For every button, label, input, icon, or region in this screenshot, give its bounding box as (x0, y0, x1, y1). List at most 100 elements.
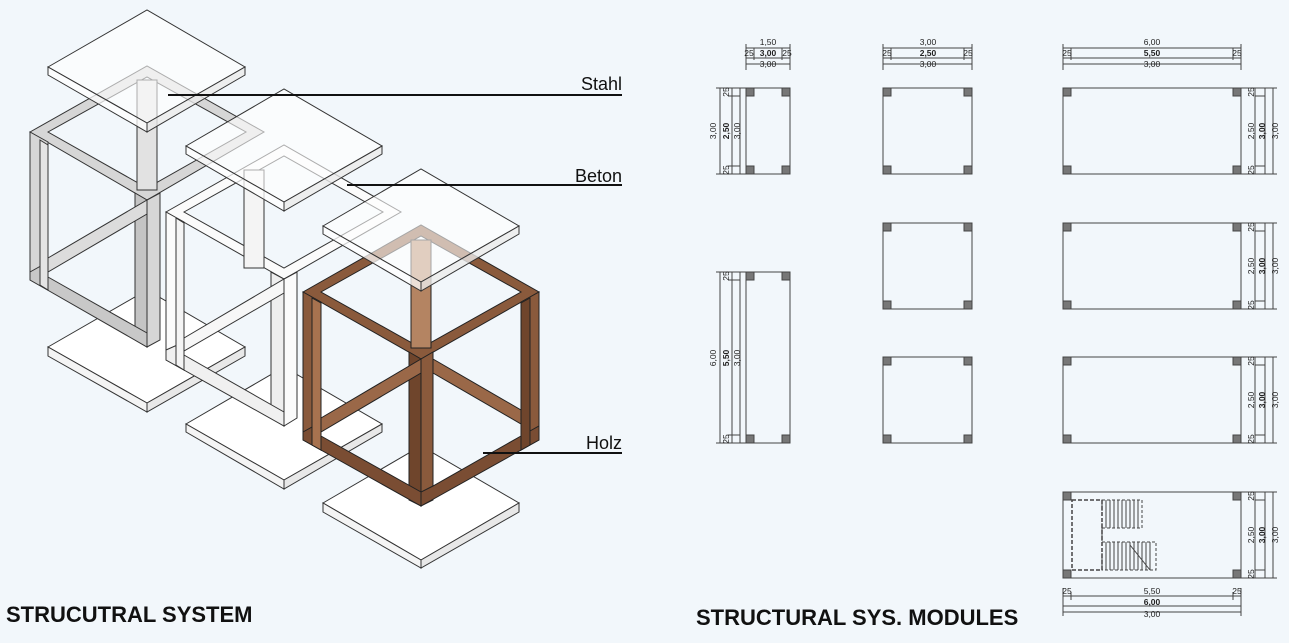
dim-label: 25 (1062, 586, 1072, 596)
dim-label: 3,00 (1270, 122, 1280, 139)
column (1062, 87, 1072, 97)
column (1062, 222, 1072, 232)
isometric-system: Stahl Beton Holz STRUCUTRAL SYSTEM (6, 9, 622, 627)
column (882, 300, 892, 310)
column (963, 300, 973, 310)
column (781, 165, 791, 175)
column (781, 271, 791, 281)
module-square: 3,00 2,50 25 25 3,00 (882, 37, 973, 444)
dim-label: 3,00 (1144, 59, 1161, 69)
dim-label: 5,50 (721, 349, 731, 366)
column (745, 165, 755, 175)
dim-label: 25 (963, 48, 973, 58)
dim-label: 25 (1246, 222, 1256, 232)
dim-label: 2,50 (1246, 391, 1256, 408)
dim-label: 25 (1062, 48, 1072, 58)
column (1232, 434, 1242, 444)
column (963, 165, 973, 175)
module-wide: 6,00 5,50 25 25 3,00 2,50 3,00 (1062, 37, 1280, 619)
leader-stahl: Stahl (168, 74, 622, 96)
column (745, 434, 755, 444)
dim-label: 6,00 (1144, 597, 1161, 607)
dim-label: 3,00 (920, 37, 937, 47)
dim-label: 3,00 (1270, 526, 1280, 543)
dim-label: 5,50 (1144, 48, 1161, 58)
title-structural-modules: STRUCTURAL SYS. MODULES (696, 605, 1018, 630)
wide-row-stair: 2,50 3,00 3,00 25 25 25 25 5,50 6,00 3,0… (1062, 491, 1280, 619)
dim-label: 25 (721, 87, 731, 97)
column (1062, 491, 1072, 501)
label-stahl: Stahl (581, 74, 622, 94)
dim-label: 3,00 (708, 122, 718, 139)
dim-label: 2,50 (920, 48, 937, 58)
dim-label: 25 (1232, 586, 1242, 596)
column (1232, 87, 1242, 97)
dim-label: 5,50 (1144, 586, 1161, 596)
dim-label: 3,00 (1257, 526, 1267, 543)
roof-slab-holz (321, 168, 521, 292)
dim-label: 25 (882, 48, 892, 58)
column (882, 356, 892, 366)
structural-modules: 1,50 3,00 25 25 3,00 3,00 2,50 3,00 25 2… (696, 37, 1280, 630)
dim-label: 3,00 (760, 48, 777, 58)
dim-label: 3,00 (1270, 391, 1280, 408)
dim-label: 3,00 (732, 122, 742, 139)
dim-label: 2,50 (1246, 257, 1256, 274)
dim-label: 1,50 (760, 37, 777, 47)
wide-row-1: 2,50 3,00 3,00 25 25 (1062, 87, 1280, 175)
dim-label: 25 (1246, 569, 1256, 579)
column (1062, 434, 1072, 444)
column (882, 87, 892, 97)
dim-label: 25 (1246, 300, 1256, 310)
dim-label: 3,00 (1270, 257, 1280, 274)
leader-holz: Holz (483, 433, 622, 454)
module-narrow: 1,50 3,00 25 25 3,00 3,00 2,50 3,00 25 2… (708, 37, 792, 175)
label-beton: Beton (575, 166, 622, 186)
column (1232, 491, 1242, 501)
dim-label: 25 (1246, 165, 1256, 175)
column (1232, 300, 1242, 310)
column (882, 165, 892, 175)
module-narrow-long: 6,00 5,50 3,00 25 25 (708, 271, 791, 444)
leader-beton: Beton (347, 166, 622, 186)
column (1062, 300, 1072, 310)
column (882, 434, 892, 444)
dim-label: 3,00 (732, 349, 742, 366)
dim-label: 25 (1246, 87, 1256, 97)
column (963, 87, 973, 97)
dim-label: 25 (721, 434, 731, 444)
frame-holz (301, 224, 541, 507)
column (1232, 165, 1242, 175)
column (781, 434, 791, 444)
wide-row-3: 2,50 3,00 3,00 25 25 (1062, 356, 1280, 444)
dim-label: 25 (1232, 48, 1242, 58)
dim-label: 3,00 (760, 59, 777, 69)
column (745, 87, 755, 97)
dim-label: 25 (1246, 434, 1256, 444)
dim-label: 25 (1246, 356, 1256, 366)
dim-label: 3,00 (1257, 122, 1267, 139)
dim-label: 6,00 (1144, 37, 1161, 47)
stair-icon (1071, 499, 1157, 571)
column (1062, 165, 1072, 175)
column (1062, 569, 1072, 579)
dim-label: 6,00 (708, 349, 718, 366)
dim-label: 2,50 (721, 122, 731, 139)
dim-label: 3,00 (1144, 609, 1161, 619)
dim-label: 25 (1246, 491, 1256, 501)
wide-row-2: 2,50 3,00 3,00 25 25 (1062, 222, 1280, 310)
dim-label: 25 (744, 48, 754, 58)
dim-label: 25 (782, 48, 792, 58)
column (1062, 356, 1072, 366)
column (882, 222, 892, 232)
label-holz: Holz (586, 433, 622, 453)
dim-label: 2,50 (1246, 526, 1256, 543)
column (1232, 569, 1242, 579)
dim-label: 3,00 (1257, 391, 1267, 408)
column (745, 271, 755, 281)
dim-label: 25 (721, 165, 731, 175)
column (1232, 356, 1242, 366)
roof-slab-beton (184, 88, 384, 212)
title-structural-system: STRUCUTRAL SYSTEM (6, 602, 253, 627)
